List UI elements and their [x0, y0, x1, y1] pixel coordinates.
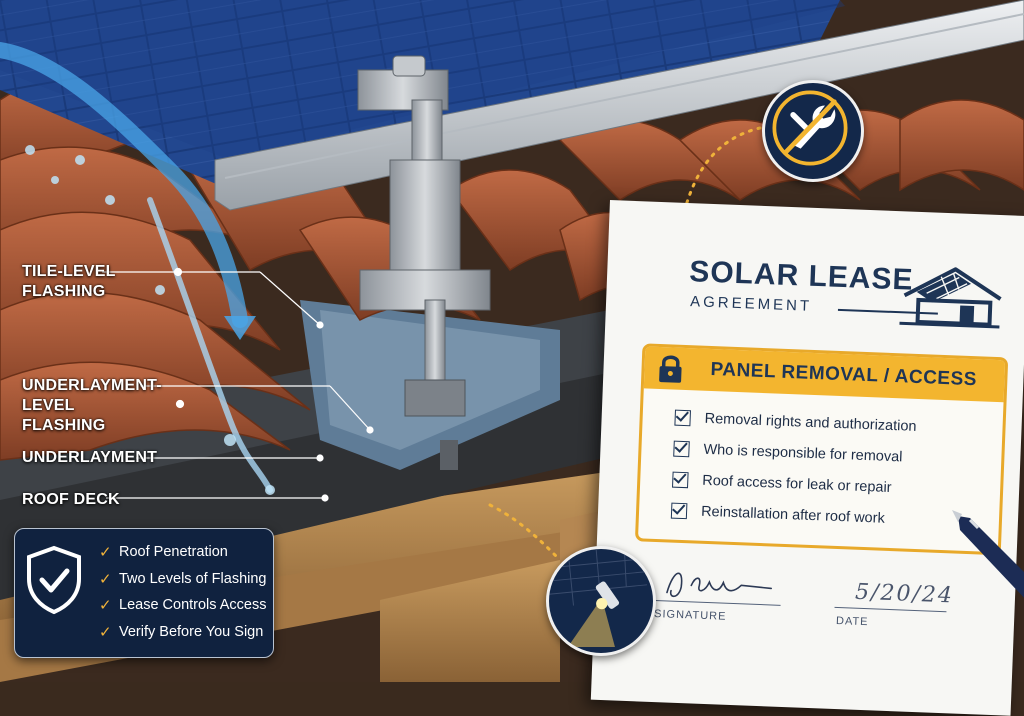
lease-subtitle: AGREEMENT	[689, 293, 813, 315]
checkbox-checked-icon	[672, 471, 689, 488]
checkbox-checked-icon	[674, 409, 692, 426]
signature-label: SIGNATURE	[653, 608, 727, 623]
date-value: 5/20/24	[854, 579, 955, 609]
underlayment-level-flashing-label: UNDERLAYMENT-LEVEL FLASHING	[22, 377, 162, 434]
panel-removal-section: PANEL REMOVAL / ACCESS Removal rights an…	[634, 343, 1009, 556]
padlock-icon	[659, 355, 682, 383]
underlayment-label: UNDERLAYMENT	[22, 449, 158, 466]
checkbox-checked-icon	[673, 440, 690, 457]
shield-check-icon	[27, 545, 81, 615]
key-point: ✓Two Levels of Flashing	[99, 570, 267, 588]
tile-level-flashing-label: TILE-LEVEL FLASHING	[22, 263, 116, 300]
solar-house-icon	[899, 267, 1002, 329]
section-header: PANEL REMOVAL / ACCESS	[643, 346, 1006, 403]
section-title: PANEL REMOVAL / ACCESS	[710, 358, 978, 391]
inspection-badge	[546, 546, 656, 656]
key-point: ✓Verify Before You Sign	[99, 623, 264, 641]
key-point: ✓Roof Penetration	[99, 544, 228, 562]
no-tools-icon	[772, 90, 848, 166]
check-icon: ✓	[99, 623, 112, 641]
date-line	[834, 606, 947, 613]
checkbox-checked-icon	[670, 502, 688, 519]
check-icon: ✓	[99, 597, 112, 615]
check-icon: ✓	[99, 544, 112, 562]
flashlight-inspection-icon	[549, 549, 648, 647]
lease-title: SOLAR LEASE	[688, 255, 915, 297]
signature-scribble	[666, 572, 773, 598]
date-label: DATE	[835, 614, 869, 629]
key-points-panel: ✓Roof Penetration ✓Two Levels of Flashin…	[14, 528, 274, 658]
lease-document: SOLAR LEASE AGREEMENT PANEL REMOVAL / AC…	[590, 200, 1024, 716]
pen-icon	[952, 510, 1024, 598]
roof-deck-label: ROOF DECK	[22, 491, 120, 508]
no-tools-badge	[762, 80, 864, 182]
check-icon: ✓	[99, 570, 112, 588]
key-point: ✓Lease Controls Access	[99, 597, 267, 615]
